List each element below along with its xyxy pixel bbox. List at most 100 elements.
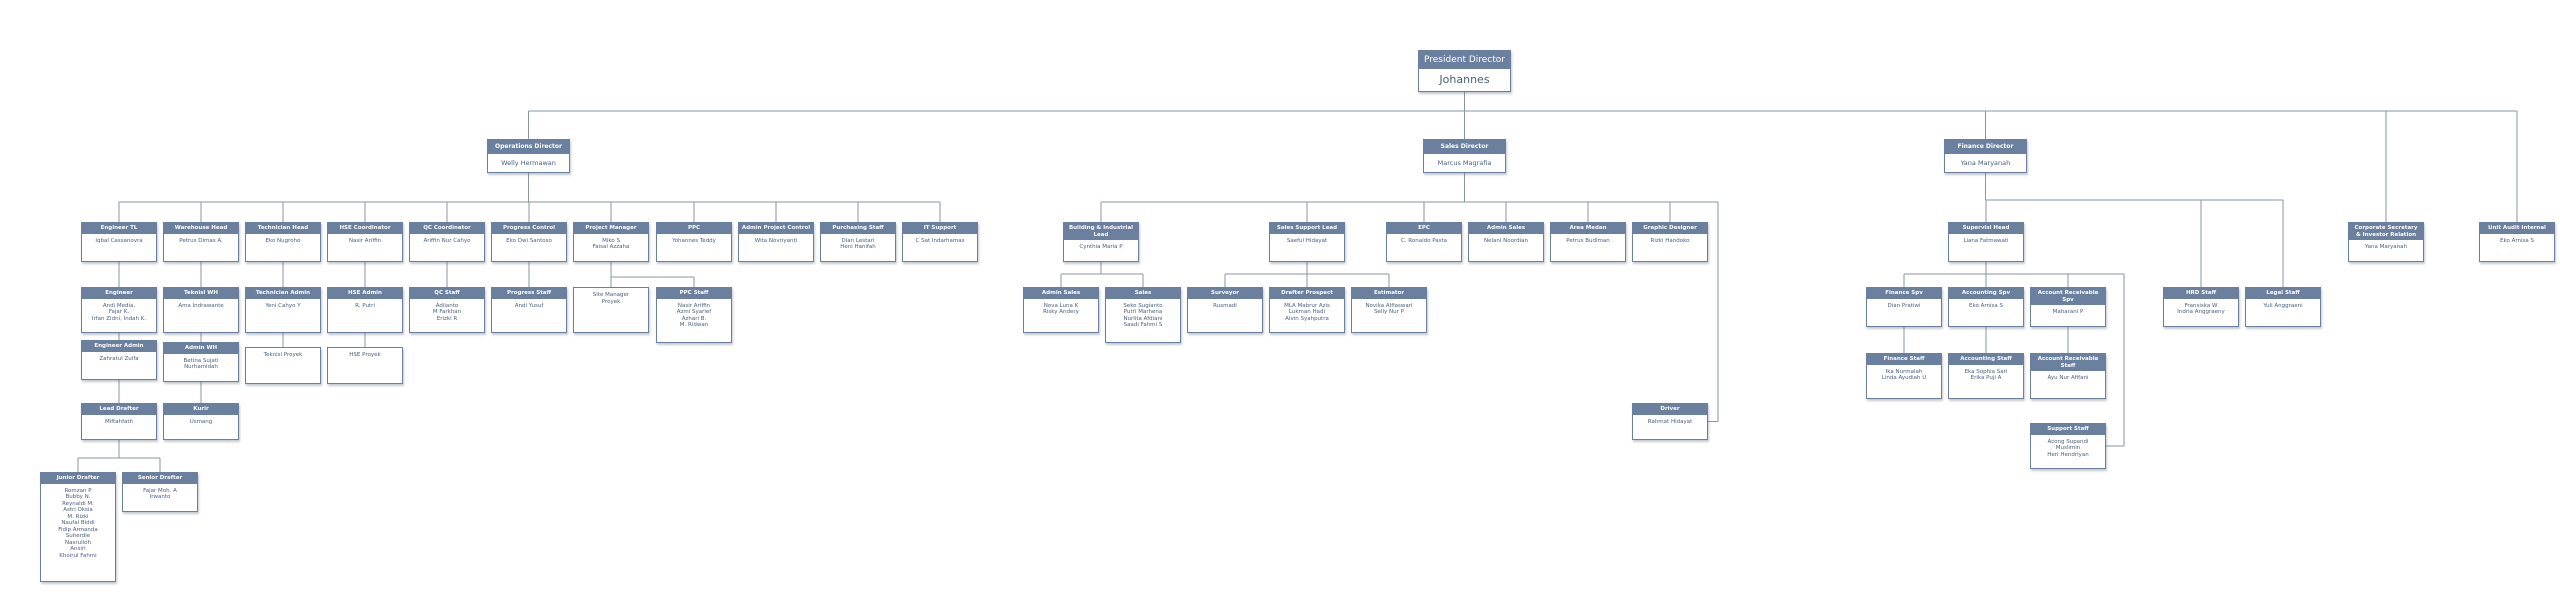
org-node-person: Yeni Cahyo Y xyxy=(265,302,301,309)
org-node-person: Andi Yusuf xyxy=(514,302,544,309)
org-node-person: C. Ronaldo Pasta xyxy=(1400,237,1448,244)
org-node-role: Admin Project Control xyxy=(739,223,813,234)
org-node-role: HRD Staff xyxy=(2164,288,2238,299)
org-node-person: Teknisi Proyek xyxy=(263,352,303,358)
org-node-person: R. Putri xyxy=(355,302,375,309)
org-node-person: Saeful Hidayat xyxy=(1286,237,1328,244)
org-node-role: Supervisi Head xyxy=(1949,223,2023,234)
org-node-role: Legal Staff xyxy=(2246,288,2320,299)
org-node-role: Engineer TL xyxy=(82,223,156,234)
org-node-person: Novika Alfiaswari Selly Nur P xyxy=(1365,302,1413,316)
org-node-person: Rizki Handoko xyxy=(1650,237,1690,244)
org-node-role: Engineer xyxy=(82,288,156,299)
org-node-role: Account Receivable Spv xyxy=(2031,288,2105,305)
org-node-role: Operations Director xyxy=(488,140,569,154)
org-node-role: Sales Support Lead xyxy=(1270,223,1344,234)
org-node-role: Lead Drafter xyxy=(82,404,156,415)
org-node-person: Wita Novriyanti xyxy=(754,237,798,244)
org-node-person: Marcus Magrafia xyxy=(1437,159,1492,167)
org-node-person: Miftahfath xyxy=(104,418,134,425)
org-node-person: Zahratul Zulfa xyxy=(99,355,139,362)
org-node-person: Eko Arnisa S xyxy=(2500,237,2534,244)
org-node-person: Eka Sophia Sari Erika Puji A xyxy=(1964,368,2008,382)
org-node-person: Site Manager Proyek xyxy=(592,292,630,305)
org-node-person: Adiianto M Farkhan Erizki R xyxy=(432,302,462,322)
org-node-role: Building & Industrial Lead xyxy=(1064,223,1138,240)
org-node-site-mgr: Site Manager Proyek xyxy=(573,287,649,333)
org-node-role: Area Medan xyxy=(1551,223,1625,234)
org-node-role: Driver xyxy=(1633,404,1707,415)
org-node-person: Betina Sujati Nurhamidah xyxy=(183,357,219,371)
org-node-person: Rusmadi xyxy=(1213,302,1237,309)
org-node-teknisi-proyek: Teknisi Proyek xyxy=(245,347,321,384)
org-node-role: Admin Sales xyxy=(1024,288,1098,299)
org-node-role: QC Coordinator xyxy=(410,223,484,234)
org-node-role: Kurir xyxy=(164,404,238,415)
org-node-person: Fransiska W Indria Anggraeny xyxy=(2177,302,2225,316)
org-node-person: Romzan P Bubby N. Reynaldi M. Astri Oksi… xyxy=(58,487,98,559)
org-node-person: Eko Nugroho xyxy=(265,237,301,244)
org-node-role: HSE Coordinator xyxy=(328,223,402,234)
org-node-role: Accounting Spv xyxy=(1949,288,2023,299)
org-node-person: Nasir Ariffin xyxy=(348,237,382,244)
org-node-person: Yana Maryanah xyxy=(2365,244,2407,250)
org-node-person: Dian Lestari Heni Hanifah xyxy=(840,237,876,251)
org-node-person: Rahmat Hidayat xyxy=(1647,418,1693,425)
org-node-person: Nova Luna K Risky Andery xyxy=(1043,302,1079,316)
org-node-person: Nelani Noordian xyxy=(1483,237,1529,244)
org-node-person: Eko Arnisa S xyxy=(1969,302,2003,309)
org-node-role: Sales Director xyxy=(1424,140,1505,154)
org-node-person: C Sat Indarhamas xyxy=(915,237,965,244)
org-node-role: PPC Staff xyxy=(657,288,731,299)
org-node-person: Yohannes Teddy xyxy=(672,237,716,244)
org-node-role: Technician Head xyxy=(246,223,320,234)
org-node-person: Fajar Moh. A Irwanto xyxy=(143,487,177,501)
org-node-person: MLA Mabrur Azis Lukman Hadi Alvin Syahpu… xyxy=(1284,302,1330,322)
org-node-role: Technician Admin xyxy=(246,288,320,299)
org-node-role: Finance Staff xyxy=(1867,354,1941,365)
org-node-person: Cynthia Maria P xyxy=(1079,244,1123,250)
org-node-person: Yana Maryanah xyxy=(1960,159,2011,167)
org-node-role: Engineer Admin xyxy=(82,341,156,352)
org-node-role: Finance Spv xyxy=(1867,288,1941,299)
org-node-person: Seko Sugianto Putri Marhena Nurlita Afdi… xyxy=(1123,302,1163,329)
org-node-person: Andi Media, Fajar K, Irfan Zidni, Indah … xyxy=(91,302,147,322)
org-node-person: HSE Proyek xyxy=(349,352,381,358)
org-node-role: Senior Drafter xyxy=(123,473,197,484)
org-node-person: Maharani P xyxy=(2052,309,2084,315)
org-node-person: Johannes xyxy=(1439,73,1490,86)
org-node-person: Acong Supandi Muslimin Heri Hendriyan xyxy=(2047,438,2089,458)
